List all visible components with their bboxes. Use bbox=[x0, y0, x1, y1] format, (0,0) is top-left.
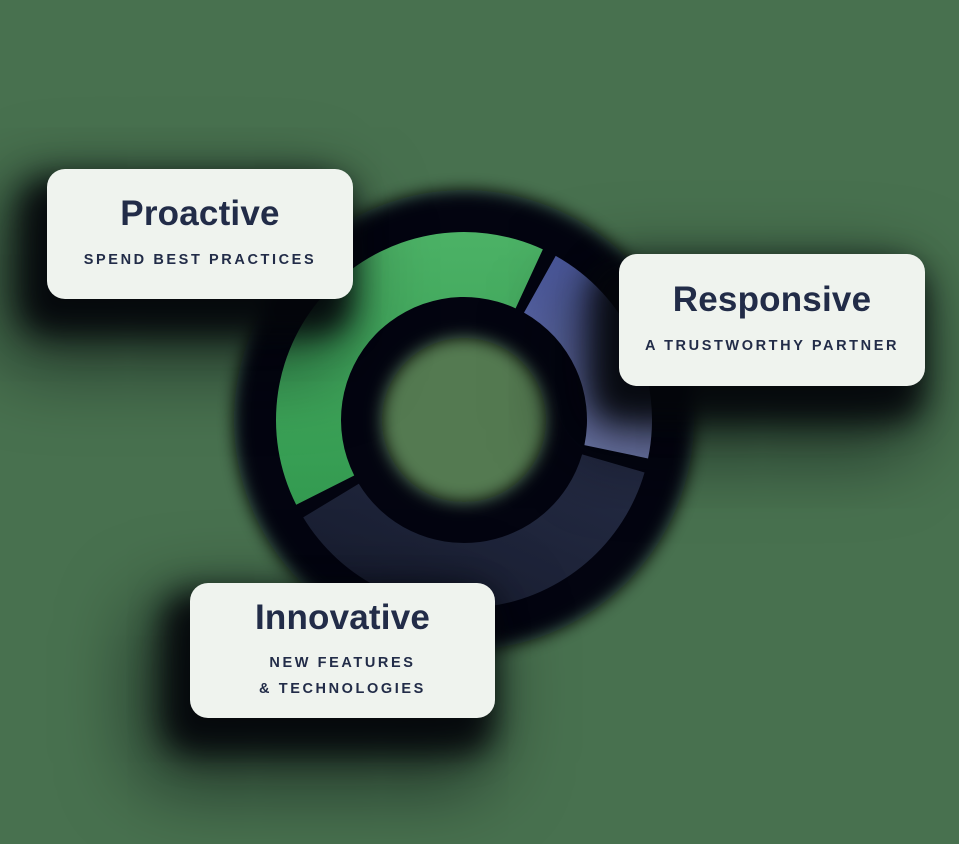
donut-center-disc bbox=[369, 325, 559, 515]
card-innovative-subtitle-line2: & TECHNOLOGIES bbox=[259, 681, 426, 698]
card-innovative-subtitle-line1: NEW FEATURES bbox=[269, 655, 416, 672]
card-proactive: Proactive SPEND BEST PRACTICES bbox=[47, 169, 353, 299]
card-responsive-subtitle-line: A TRUSTWORTHY PARTNER bbox=[644, 337, 900, 354]
card-innovative: Innovative NEW FEATURES & TECHNOLOGIES bbox=[190, 583, 495, 718]
card-proactive-title: Proactive bbox=[120, 194, 280, 234]
donut-segment-responsive bbox=[524, 255, 653, 459]
card-proactive-subtitle: SPEND BEST PRACTICES bbox=[84, 247, 316, 273]
card-proactive-subtitle-line: SPEND BEST PRACTICES bbox=[83, 251, 317, 268]
card-innovative-subtitle: NEW FEATURES & TECHNOLOGIES bbox=[259, 650, 426, 702]
donut-segment-proactive bbox=[275, 232, 543, 505]
donut-segment-innovative bbox=[303, 454, 645, 609]
card-innovative-title: Innovative bbox=[254, 597, 431, 637]
card-responsive-title: Responsive bbox=[672, 280, 872, 320]
card-responsive: Responsive A TRUSTWORTHY PARTNER bbox=[619, 254, 925, 386]
card-responsive-subtitle: A TRUSTWORTHY PARTNER bbox=[645, 333, 899, 359]
